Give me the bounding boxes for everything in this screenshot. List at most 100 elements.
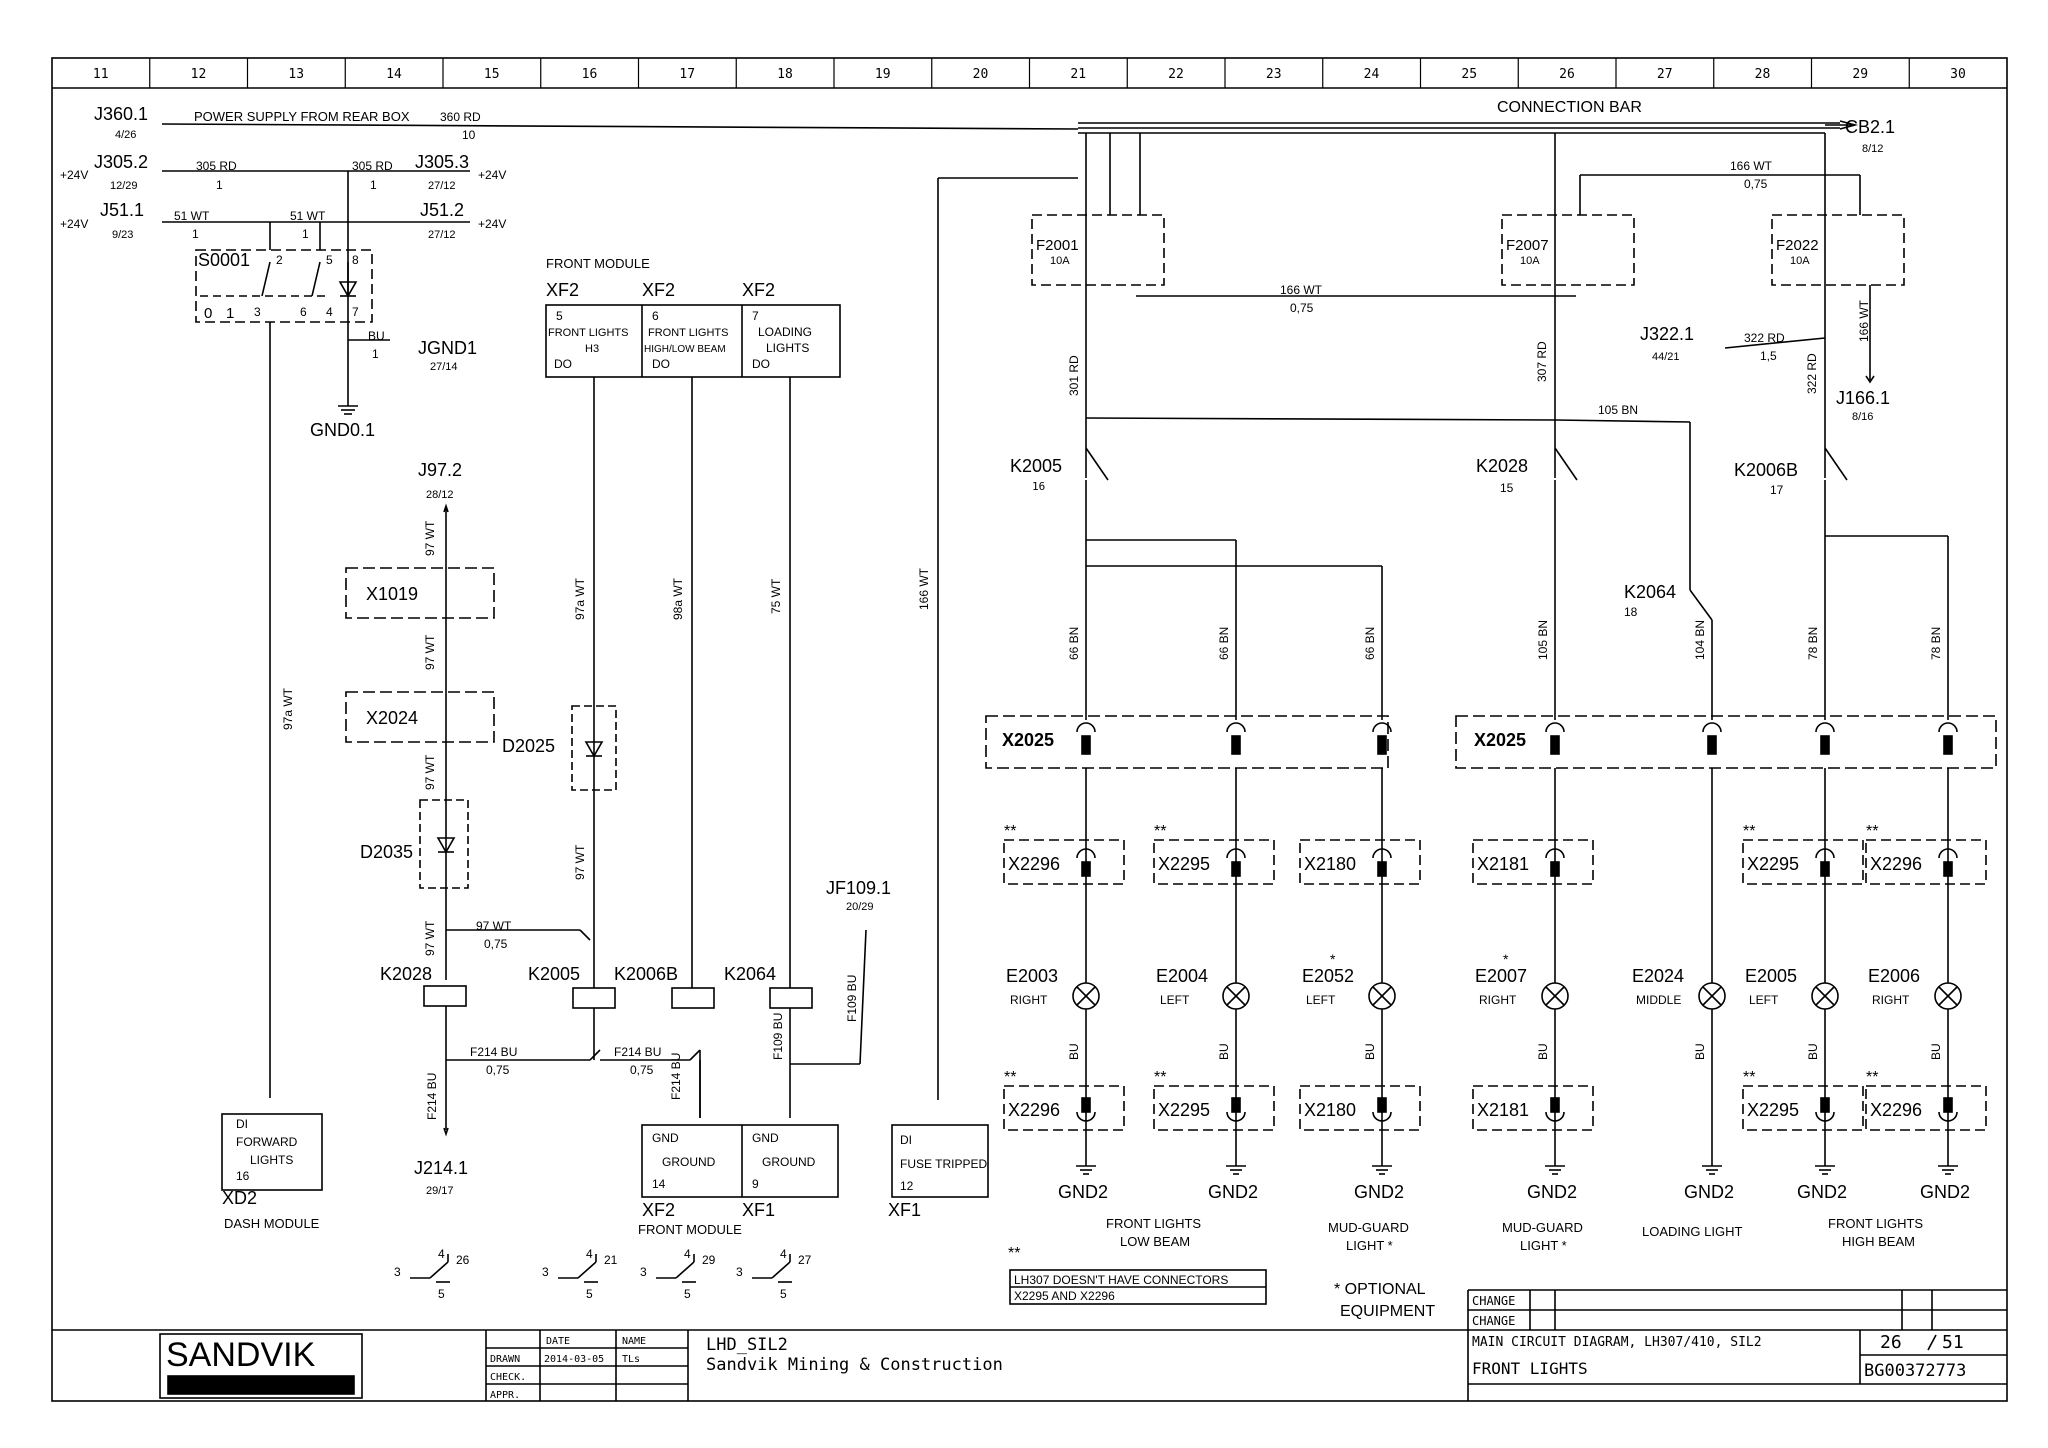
label-fl-h3: FRONT LIGHTS xyxy=(548,327,628,339)
label-gnd-b: GND xyxy=(752,1131,779,1145)
ruler-column-label: 12 xyxy=(191,67,207,82)
connector-pin xyxy=(1377,861,1387,877)
label-p24-b: +24V xyxy=(478,168,506,182)
left-chain-wiring xyxy=(345,503,701,1137)
label-j214-ref: 29/17 xyxy=(426,1185,454,1197)
ground-label: GND2 xyxy=(1354,1182,1404,1202)
label-x1019: X1019 xyxy=(366,584,418,604)
wire-label-bu: BU xyxy=(1363,1043,1377,1060)
label-p24-d: +24V xyxy=(478,217,506,231)
label-date-h: DATE xyxy=(546,1336,570,1347)
connector-label: X2180 xyxy=(1304,1100,1356,1120)
wire-label-bu: BU xyxy=(1067,1043,1081,1060)
connector-box xyxy=(1003,839,1125,885)
label-w166-h-n: 0,75 xyxy=(1290,301,1314,315)
contact-pin: 3 xyxy=(736,1265,743,1279)
ground-label: GND2 xyxy=(1527,1182,1577,1202)
lamp-cross xyxy=(1815,986,1835,1006)
connector-socket xyxy=(1076,722,1096,733)
label-w166-v: 166 WT xyxy=(917,567,931,610)
connector-pin xyxy=(1943,861,1953,877)
connector-label: X2180 xyxy=(1304,854,1356,874)
label-mud2-2: LIGHT * xyxy=(1520,1238,1567,1253)
connector-pin xyxy=(1231,735,1241,755)
contact-pin: 3 xyxy=(394,1265,401,1279)
label-project: LHD_SIL2 xyxy=(706,1335,788,1355)
connector-socket xyxy=(1938,848,1958,859)
connector-socket xyxy=(1226,722,1246,733)
label-low-beam-2: LOW BEAM xyxy=(1120,1234,1190,1249)
label-do-c: DO xyxy=(752,357,770,371)
label-pin-3: 3 xyxy=(254,305,261,319)
connector-label: X2296 xyxy=(1870,1100,1922,1120)
label-xf2-c: XF2 xyxy=(742,280,775,300)
label-j166-ref: 8/16 xyxy=(1852,411,1873,423)
contact-ref-number: 21 xyxy=(604,1253,618,1267)
label-dash-lights: LIGHTS xyxy=(250,1153,293,1167)
label-mud1-1: MUD-GUARD xyxy=(1328,1220,1409,1235)
text-layer: J360.1 4/26 POWER SUPPLY FROM REAR BOX 3… xyxy=(60,99,1966,1401)
connector-box xyxy=(1299,1085,1421,1131)
label-pos0: 0 xyxy=(204,305,212,322)
connector-pin xyxy=(1550,735,1560,755)
ground-label: GND2 xyxy=(1058,1182,1108,1202)
label-mud1-2: LIGHT * xyxy=(1346,1238,1393,1253)
label-sheets: 51 xyxy=(1942,1332,1964,1353)
connector-socket xyxy=(1702,722,1722,733)
contact-pin: 3 xyxy=(542,1265,549,1279)
label-pin-8: 8 xyxy=(352,253,359,267)
label-f214-a: F214 BU xyxy=(470,1045,517,1059)
ruler-column-label: 20 xyxy=(973,67,989,82)
contact-ref-number: 26 xyxy=(456,1253,470,1267)
connector-box xyxy=(1472,1085,1594,1131)
lamp-cross xyxy=(1545,986,1565,1006)
label-jgnd1-ref: 27/14 xyxy=(430,361,458,373)
connector-pin xyxy=(1081,735,1091,755)
ruler-column-label: 13 xyxy=(288,67,304,82)
label-one-b: 1 xyxy=(370,178,377,192)
connector-socket xyxy=(1545,722,1565,733)
label-low-beam-1: FRONT LIGHTS xyxy=(1106,1216,1201,1231)
label-j360-ref: 4/26 xyxy=(115,129,136,141)
label-w51b: 51 WT xyxy=(290,209,326,223)
label-w97-k: 97 WT xyxy=(476,919,512,933)
contact-pin: 3 xyxy=(640,1265,647,1279)
connector-box xyxy=(1472,839,1594,885)
wire-label-bu: BU xyxy=(1536,1043,1550,1060)
lamp-id: E2003 xyxy=(1006,966,1058,986)
label-w97-3: 97 WT xyxy=(423,754,437,790)
label-title1: MAIN CIRCUIT DIAGRAM, LH307/410, SIL2 xyxy=(1472,1335,1762,1350)
label-p7: 7 xyxy=(752,309,759,323)
optional-marker: ** xyxy=(1743,1069,1755,1086)
label-pin-7: 7 xyxy=(352,305,359,319)
label-company: Sandvik Mining & Construction xyxy=(706,1355,1003,1375)
connector-pin xyxy=(1081,1097,1091,1113)
label-x2025-b: X2025 xyxy=(1474,730,1526,750)
label-j51-1-ref: 9/23 xyxy=(112,229,133,241)
front-module-wiring xyxy=(221,177,1078,1198)
label-j322-ref: 44/21 xyxy=(1652,351,1680,363)
connector-label: X2181 xyxy=(1477,854,1529,874)
label-w105: 105 BN xyxy=(1598,403,1638,417)
label-gnd-a: GND xyxy=(652,1131,679,1145)
label-cb2-ref: 8/12 xyxy=(1862,143,1883,155)
ruler-column-label: 17 xyxy=(679,67,695,82)
contact-pin: 5 xyxy=(780,1287,787,1301)
label-optional-1: * OPTIONAL xyxy=(1334,1281,1426,1298)
label-check: CHECK. xyxy=(490,1372,526,1383)
label-k2006b: K2006B xyxy=(1734,460,1798,480)
lamp-id: E2024 xyxy=(1632,966,1684,986)
wire-label: 105 BN xyxy=(1536,620,1550,660)
label-w075-k: 0,75 xyxy=(484,937,508,951)
wire-label-bu: BU xyxy=(1217,1043,1231,1060)
connector-socket xyxy=(1372,722,1392,733)
label-pin-4: 4 xyxy=(326,305,333,319)
label-w97-1: 97 WT xyxy=(423,520,437,556)
ground-label: GND2 xyxy=(1208,1182,1258,1202)
right-power-wiring xyxy=(1031,133,1905,621)
label-w97-5: 97 WT xyxy=(573,844,587,880)
